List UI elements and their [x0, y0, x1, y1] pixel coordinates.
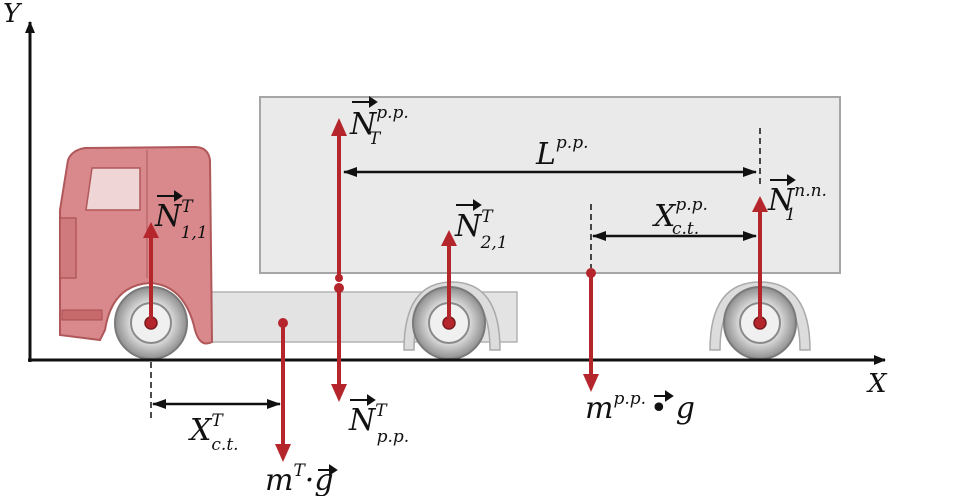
force-n1nn-arrow — [752, 196, 768, 323]
force-mppg-arrow — [583, 268, 599, 392]
force-n21-arrow — [441, 230, 457, 323]
force-n11-arrow — [143, 222, 159, 323]
y-axis-label: Y — [3, 0, 23, 29]
force-ntpp-down-arrow — [331, 283, 347, 402]
force-ntpp-up-arrow — [331, 118, 347, 282]
label-lpp: Lp.p. — [535, 133, 589, 172]
trailer-body — [259, 96, 841, 274]
vector-bars — [157, 96, 796, 476]
label-n1nn: Nn.n.1 — [767, 181, 827, 225]
cab-mirror — [59, 217, 77, 279]
force-mtg-arrow — [275, 318, 291, 462]
x-axis-label: X — [866, 369, 888, 399]
cab-step — [61, 309, 103, 321]
label-xct-pp: Xp.p.c.t. — [652, 195, 708, 239]
cab-window — [85, 167, 141, 211]
label-mppg: mp.p.•g — [585, 389, 695, 426]
label-ntpp: Np.p.T — [349, 103, 409, 149]
label-mtg: mT·g — [265, 461, 334, 496]
